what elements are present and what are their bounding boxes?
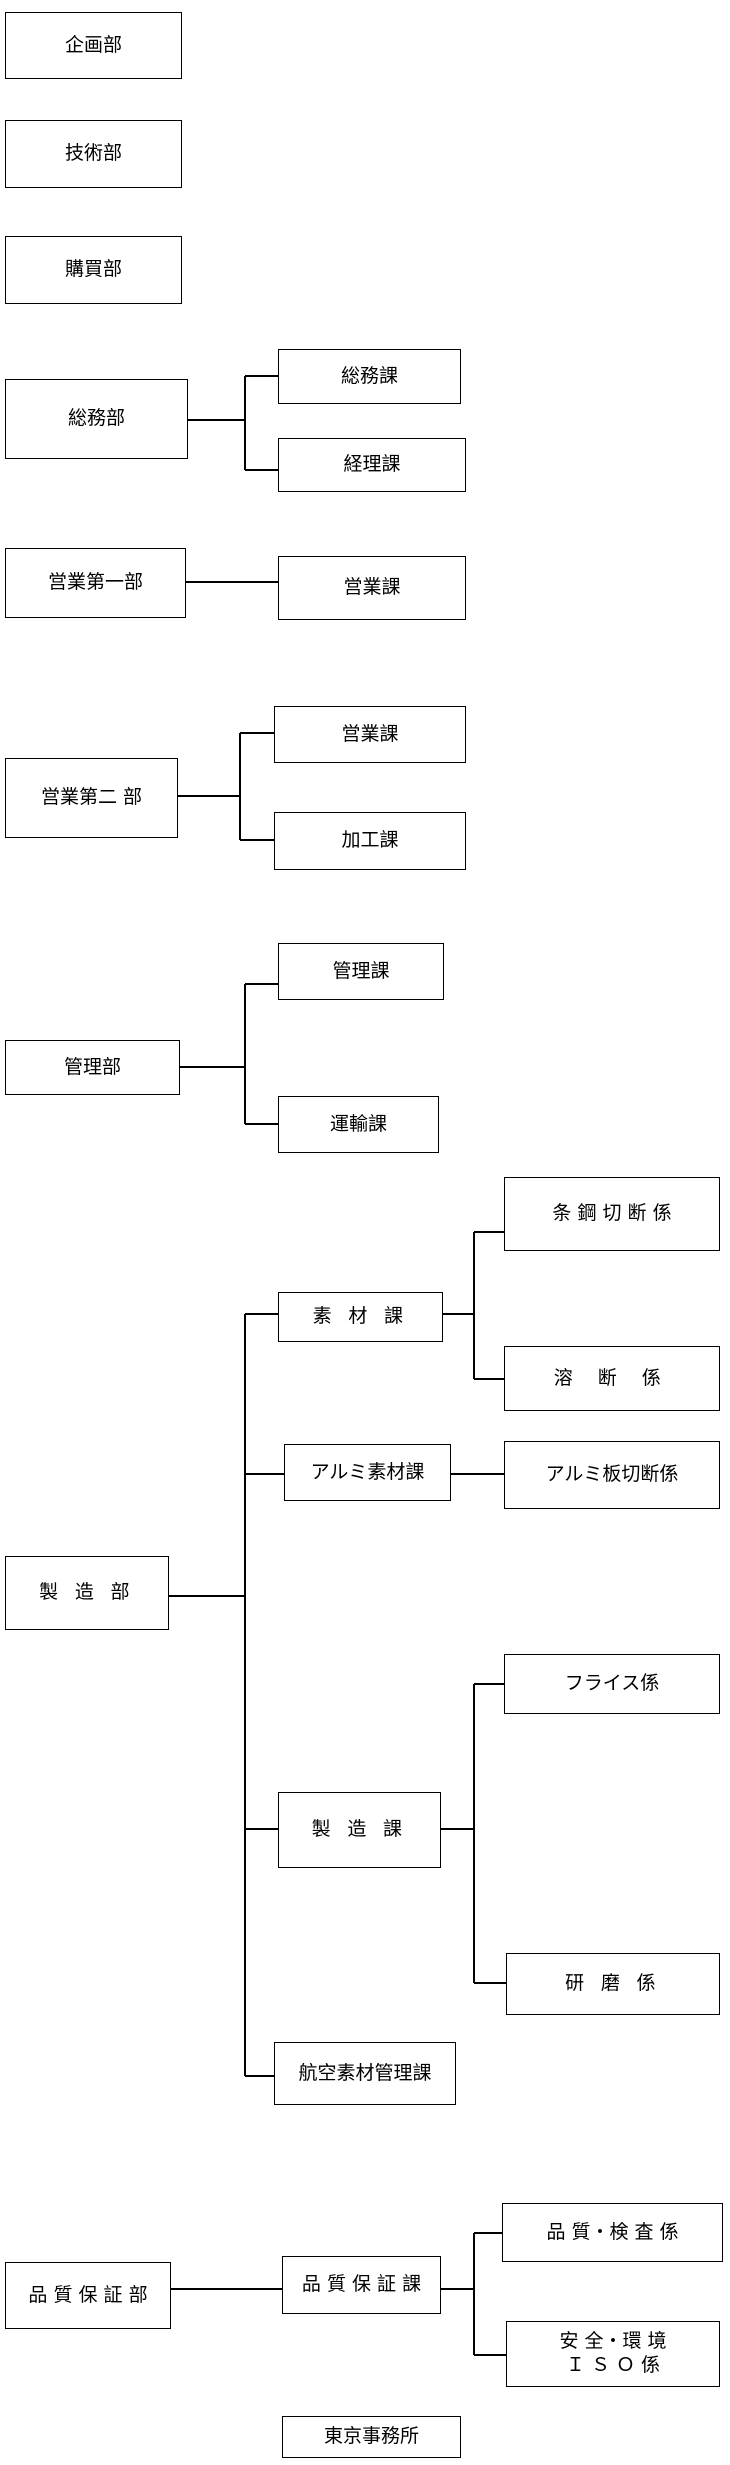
connector-sozai [443, 1231, 504, 1380]
dept-kobai: 購買部 [5, 236, 182, 304]
dept-kikaku: 企画部 [5, 12, 182, 79]
section-hinshitsu-hosho-ka: 品 質 保 証 課 [282, 2256, 441, 2314]
section-alumi-sozai-ka: アルミ素材課 [284, 1444, 451, 1501]
section-kako-ka: 加工課 [274, 812, 466, 870]
connector-eigyo2 [178, 732, 274, 841]
group-anzen-kankyo-iso: 安 全・環 境 Ｉ Ｓ Ｏ 係 [506, 2321, 720, 2387]
dept-hinshitsu: 品 質 保 証 部 [5, 2262, 171, 2329]
connector-seizo-ka [441, 1683, 506, 1984]
dept-eigyo1: 営業第一部 [5, 548, 186, 618]
section-kanri-ka: 管理課 [278, 943, 444, 1000]
section-somu-ka: 総務課 [278, 349, 461, 404]
group-yodan: 溶 断 係 [504, 1346, 720, 1411]
section-keiri-ka: 経理課 [278, 438, 466, 492]
group-jokou-setsudan: 条 鋼 切 断 係 [504, 1177, 720, 1251]
dept-gijutsu: 技術部 [5, 120, 182, 188]
group-kenma: 研 磨 係 [506, 1953, 720, 2015]
connector-hinshitsu [171, 2232, 506, 2356]
dept-eigyo2: 営業第二 部 [5, 758, 178, 838]
section-seizo-ka: 製 造 課 [278, 1792, 441, 1868]
group-furaisu: フライス係 [504, 1654, 720, 1714]
section-unyu-ka: 運輸課 [278, 1096, 439, 1153]
section-koku-sozai-kanri-ka: 航空素材管理課 [274, 2042, 456, 2105]
dept-tokyo: 東京事務所 [282, 2416, 461, 2458]
connector-kanri [180, 983, 278, 1125]
group-hinshitsu-kensa: 品 質・検 査 係 [502, 2203, 723, 2262]
section-eigyo2-eigyo-ka: 営業課 [274, 706, 466, 763]
group-alumi-ita-setsudan: アルミ板切断係 [504, 1441, 720, 1509]
dept-kanri: 管理部 [5, 1040, 180, 1095]
section-sozai-ka: 素 材 課 [278, 1292, 443, 1342]
connector-somu [188, 375, 278, 471]
dept-seizo: 製 造 部 [5, 1556, 169, 1630]
connector-seizo [169, 1313, 284, 2077]
section-eigyo1-eigyo-ka: 営業課 [278, 556, 466, 620]
dept-somu: 総務部 [5, 379, 188, 459]
